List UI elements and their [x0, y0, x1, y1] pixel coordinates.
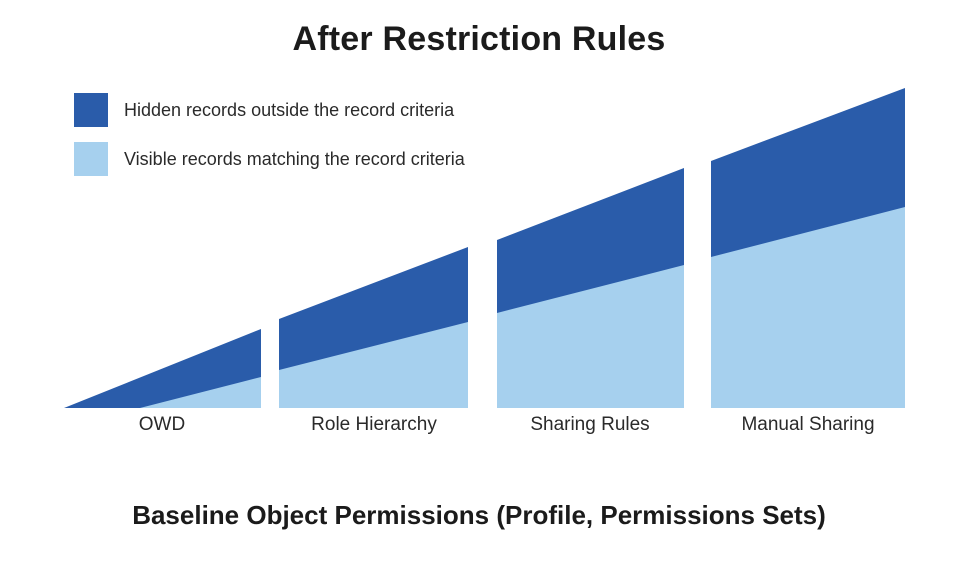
segment-manual-sharing-visible — [711, 207, 905, 408]
legend-item-visible-records: Visible records matching the record crit… — [74, 142, 465, 176]
baseline-permissions-caption: Baseline Object Permissions (Profile, Pe… — [132, 500, 826, 530]
legend-item-hidden-records: Hidden records outside the record criter… — [74, 93, 454, 127]
segment-owd-visible — [140, 377, 261, 408]
diagram-title: After Restriction Rules — [292, 20, 666, 58]
legend-label-visible: Visible records matching the record crit… — [124, 148, 465, 169]
stage-label-owd: OWD — [138, 414, 186, 435]
segment-sharing-rules-visible — [497, 265, 684, 408]
stage-label-role-hierarchy: Role Hierarchy — [311, 414, 437, 435]
legend-label-hidden: Hidden records outside the record criter… — [124, 99, 455, 120]
stage-label-sharing-rules: Sharing Rules — [530, 414, 650, 435]
segment-role-hierarchy-visible — [279, 322, 468, 408]
stage-label-manual-sharing: Manual Sharing — [741, 414, 875, 435]
segment-owd-hidden — [64, 329, 261, 408]
legend-swatch-visible — [74, 142, 108, 176]
legend-swatch-hidden — [74, 93, 108, 127]
